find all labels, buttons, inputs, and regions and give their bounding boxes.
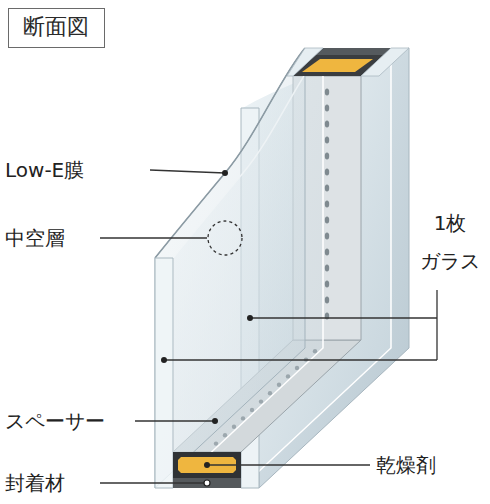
leader-dot (204, 462, 210, 468)
part-label: 1枚 ガラス (410, 204, 490, 280)
spacer-hole (325, 88, 329, 95)
desiccant-top (302, 59, 373, 72)
part-label: 中空層 (5, 226, 65, 250)
spacer-hole (325, 184, 329, 191)
leader-dot (161, 357, 167, 363)
leader-dot (212, 418, 218, 424)
pane-top-rim (287, 48, 323, 76)
spacer-hole (325, 232, 329, 239)
spacer-hole (325, 200, 329, 207)
box-text: 断面図 (23, 13, 90, 42)
low-e-film-edge (155, 48, 305, 258)
leader-line (164, 359, 437, 360)
part-label: スペーサー (5, 409, 105, 433)
spacer-hole (325, 296, 329, 303)
leader-dot (247, 315, 253, 321)
spacer-hole (325, 264, 329, 271)
leader-dot (204, 480, 210, 486)
leader-line (100, 482, 207, 483)
title-box: 断面図 (8, 8, 105, 48)
leader-line (135, 420, 215, 421)
front-pane-edge (155, 258, 173, 488)
spacer-hole (325, 120, 329, 127)
part-label: 乾燥剤 (376, 453, 436, 477)
spacer-hole (325, 216, 329, 223)
leader-dots (161, 170, 253, 486)
spacer-hole (325, 136, 329, 143)
leader-line (150, 170, 225, 173)
leader-dot (222, 170, 228, 176)
leader-line (100, 237, 207, 238)
part-label: 封着材 (5, 471, 65, 495)
leader-line (250, 317, 437, 318)
leader-lines (100, 170, 437, 483)
spacer-hole (325, 104, 329, 111)
leader-line (436, 290, 437, 360)
sealant-top (316, 48, 392, 55)
air-layer-marker (208, 221, 242, 255)
leader-line (207, 464, 370, 465)
front-pane-face (155, 48, 305, 488)
spacer-hole (325, 168, 329, 175)
spacer-hole (325, 280, 329, 287)
spacer-hole (325, 248, 329, 255)
part-label: Low-E膜 (5, 158, 84, 182)
pane-top-rim (361, 48, 409, 76)
spacer-hole (325, 152, 329, 159)
